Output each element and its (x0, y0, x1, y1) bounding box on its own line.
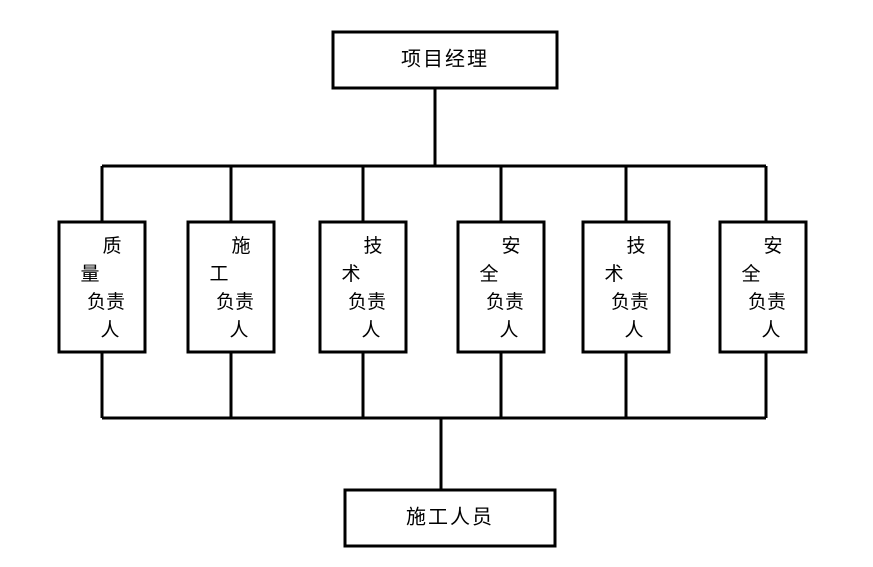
node-construction-manager-label-line-1: 施 (231, 235, 250, 257)
node-safety-manager-1-label-line-3: 负责 (486, 291, 524, 313)
node-technical-manager-1-label-line-2: 术 (341, 263, 360, 285)
connector-layer (100, 88, 768, 490)
node-construction-manager-box[interactable] (186, 220, 276, 354)
node-project-manager-label: 项目经理 (401, 48, 489, 71)
node-construction-manager-label-line-3: 负责 (216, 291, 254, 313)
node-technical-manager-2-label-line-3: 负责 (611, 291, 649, 313)
node-quality-manager-box[interactable] (57, 220, 147, 354)
node-safety-manager-2-label-line-3: 负责 (748, 291, 786, 313)
node-construction-personnel[interactable]: 施工人员 (343, 488, 557, 548)
node-safety-manager-2-label-line-1: 安 (763, 235, 782, 257)
node-technical-manager-1-label-line-4: 人 (361, 319, 380, 341)
node-safety-manager-1-label-line-1: 安 (501, 235, 520, 257)
node-construction-personnel-box[interactable] (343, 488, 557, 548)
node-construction-manager-label-line-2: 工 (209, 264, 228, 285)
node-technical-manager-1-label-line-3: 负责 (348, 291, 386, 313)
node-safety-manager-1-label-line-2: 全 (479, 263, 498, 285)
node-project-manager-box[interactable] (331, 30, 559, 90)
node-construction-personnel-label: 施工人员 (406, 506, 494, 529)
node-technical-manager-2-box[interactable] (581, 220, 671, 354)
node-technical-manager-1-label-line-1: 技 (363, 235, 382, 257)
node-quality-manager-label-line-3: 负责 (87, 291, 125, 313)
node-safety-manager-1-box[interactable] (456, 220, 546, 354)
node-technical-manager-2-label-line-1: 技 (626, 235, 645, 257)
node-quality-manager-label-line-4: 人 (100, 319, 119, 341)
node-quality-manager-label-line-1: 质 (102, 235, 121, 257)
node-safety-manager-2-label-line-4: 人 (761, 319, 780, 341)
node-quality-manager-label-line-2: 量 (80, 264, 99, 285)
node-technical-manager-1-box[interactable] (318, 220, 408, 354)
node-technical-manager-2-label-line-2: 术 (604, 263, 623, 285)
node-technical-manager-2-label-line-4: 人 (624, 319, 643, 341)
node-project-manager[interactable]: 项目经理 (331, 30, 559, 90)
node-safety-manager-2-box[interactable] (718, 220, 808, 354)
node-safety-manager-2-label-line-2: 全 (741, 263, 760, 285)
node-safety-manager-1-label-line-4: 人 (499, 319, 518, 341)
node-construction-manager-label-line-4: 人 (229, 319, 248, 341)
